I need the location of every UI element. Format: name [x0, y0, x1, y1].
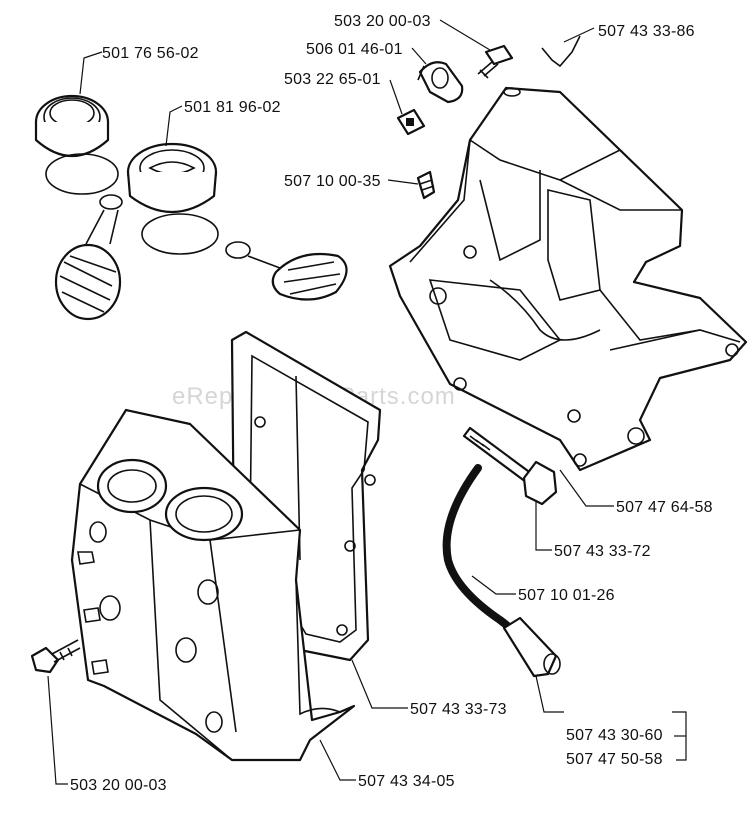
label-507-43-30-60: 507 43 30-60 [566, 727, 663, 744]
oil-cap-drawing [126, 142, 348, 301]
bracket-drawing [417, 61, 464, 104]
label-507-43-33-72: 507 43 33-72 [554, 543, 651, 560]
label-503-20-00-03-bottom: 503 20 00-03 [70, 777, 167, 794]
label-507-10-01-26: 507 10 01-26 [518, 587, 615, 604]
label-507-47-64-58: 507 47 64-58 [616, 499, 713, 516]
hose-drawing [442, 464, 561, 678]
screw-drawing [416, 170, 436, 200]
label-507-47-50-58: 507 47 50-58 [566, 751, 663, 768]
bolt-top-drawing [477, 44, 514, 79]
fuel-cap-drawing [34, 94, 123, 321]
leader-lines [47, 19, 687, 785]
label-507-43-33-73: 507 43 33-73 [410, 701, 507, 718]
cylinder-block-drawing [70, 408, 356, 762]
clip-drawing [541, 35, 581, 68]
long-bolt-drawing [462, 426, 558, 506]
label-501-76-56-02: 501 76 56-02 [102, 45, 199, 62]
label-507-43-33-86: 507 43 33-86 [598, 23, 695, 40]
label-503-22-65-01: 503 22 65-01 [284, 71, 381, 88]
grommet-drawing [396, 108, 426, 136]
label-503-20-00-03-top: 503 20 00-03 [334, 13, 431, 30]
label-507-10-00-35: 507 10 00-35 [284, 173, 381, 190]
label-507-43-34-05: 507 43 34-05 [358, 773, 455, 790]
label-501-81-96-02: 501 81 96-02 [184, 99, 281, 116]
label-506-01-46-01: 506 01 46-01 [306, 41, 403, 58]
crankcase-housing-drawing [388, 86, 748, 472]
bolt-bottom-drawing [30, 639, 81, 674]
